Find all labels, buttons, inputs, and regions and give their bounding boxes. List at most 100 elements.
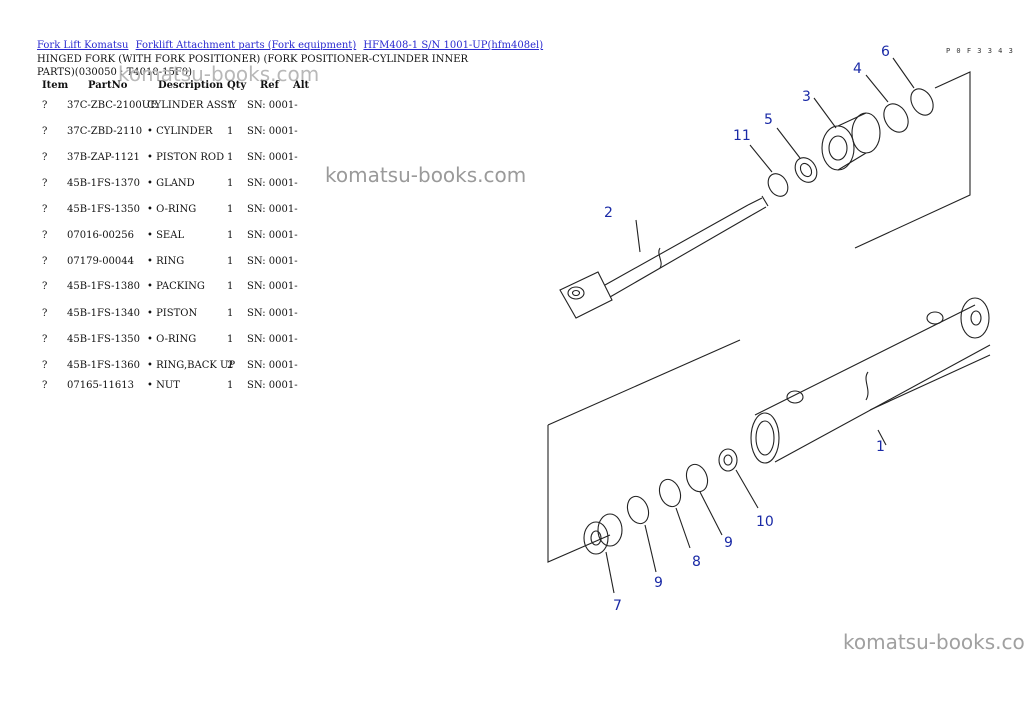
row-part-number: 07165-11613: [67, 380, 135, 391]
row-item: ?: [42, 178, 48, 189]
row-part-number: 07179-00044: [67, 256, 135, 267]
row-qty: 1: [227, 152, 234, 163]
row-part-number: 45B-1FS-1370: [67, 178, 140, 189]
frame-line-lower-right: [869, 354, 991, 411]
row-qty: 2: [227, 360, 234, 371]
watermark-top: komatsu-books.com: [118, 62, 320, 86]
row-qty: 1: [227, 178, 234, 189]
row-part-number: 45B-1FS-1350: [67, 334, 140, 345]
row-item: ?: [42, 152, 48, 163]
row-qty: 1: [227, 126, 234, 137]
row-item: ?: [42, 281, 48, 292]
leader-1: [877, 429, 887, 446]
nut-10: [718, 448, 738, 472]
leader-9b: [644, 524, 657, 573]
callout-10: 10: [756, 514, 774, 530]
backup-ring-9b: [626, 495, 650, 525]
callout-5: 5: [764, 112, 773, 128]
backup-ring-9a: [685, 463, 709, 493]
row-qty: 1: [227, 230, 234, 241]
row-part-number: 37C-ZBC-2100UE: [67, 100, 158, 111]
breadcrumb-link-model[interactable]: HFM408-1 S/N 1001-UP(hfm408el): [363, 40, 544, 51]
packing-8: [658, 478, 682, 508]
row-description: • SEAL: [147, 230, 185, 241]
leader-7: [605, 551, 615, 594]
row-ref: SN: 0001-: [247, 178, 298, 189]
parts-diagram: 1 2 3 4 5 6 7 8 9 9 10 11: [547, 44, 991, 614]
row-ref: SN: 0001-: [247, 308, 298, 319]
callout-9-upper: 9: [724, 535, 733, 551]
leader-8: [675, 507, 691, 549]
column-header-alt: Alt: [293, 80, 310, 91]
row-part-number: 37B-ZAP-1121: [67, 152, 140, 163]
row-qty: 1: [227, 281, 234, 292]
callout-8: 8: [692, 554, 701, 570]
row-ref: SN: 0001-: [247, 334, 298, 345]
seal-6: [910, 88, 934, 116]
page-title: HINGED FORK (WITH FORK POSITIONER) (FORK…: [37, 54, 469, 78]
row-part-number: 37C-ZBD-2110: [67, 126, 143, 137]
piston-rod-part: [559, 195, 769, 319]
row-part-number: 45B-1FS-1340: [67, 308, 140, 319]
row-description: • O-RING: [147, 334, 197, 345]
row-part-number: 07016-00256: [67, 230, 135, 241]
leader-9a: [699, 491, 723, 536]
row-ref: SN: 0001-: [247, 380, 298, 391]
row-item: ?: [42, 126, 48, 137]
leader-10: [735, 469, 759, 509]
watermark-bottom: komatsu-books.com: [843, 630, 1024, 654]
row-item: ?: [42, 230, 48, 241]
breadcrumb-link-fork-lift-komatsu[interactable]: Fork Lift Komatsu: [37, 40, 129, 51]
row-ref: SN: 0001-: [247, 204, 298, 215]
row-item: ?: [42, 334, 48, 345]
drawing-number: P 0 F 3 3 4 3: [946, 47, 1014, 55]
leader-11: [749, 144, 773, 173]
row-description: • NUT: [147, 380, 180, 391]
row-description: • PISTON ROD: [147, 152, 225, 163]
leader-6: [892, 57, 915, 89]
row-ref: SN: 0001-: [247, 360, 298, 371]
row-description: • PACKING: [147, 281, 205, 292]
column-header-item: Item: [42, 80, 69, 91]
column-header-description: Description: [158, 80, 224, 91]
row-description: • GLAND: [147, 178, 195, 189]
row-ref: SN: 0001-: [247, 230, 298, 241]
row-qty: 1: [227, 256, 234, 267]
leader-5: [776, 127, 801, 159]
row-part-number: 45B-1FS-1350: [67, 204, 140, 215]
callout-6: 6: [881, 44, 890, 60]
row-description: • RING,BACK UP: [147, 360, 236, 371]
row-qty: 1: [227, 204, 234, 215]
gland-part: [821, 112, 881, 171]
callout-9-lower: 9: [654, 575, 663, 591]
watermark-middle: komatsu-books.com: [325, 163, 527, 187]
row-item: ?: [42, 380, 48, 391]
callout-2: 2: [604, 205, 613, 221]
row-ref: SN: 0001-: [247, 281, 298, 292]
leader-4: [865, 74, 889, 103]
callout-11: 11: [733, 128, 751, 144]
row-item: ?: [42, 256, 48, 267]
row-part-number: 45B-1FS-1380: [67, 281, 140, 292]
callout-3: 3: [802, 89, 811, 105]
breadcrumb-link-attachment-parts[interactable]: Forklift Attachment parts (Fork equipmen…: [135, 40, 357, 51]
row-ref: SN: 0001-: [247, 256, 298, 267]
callout-7: 7: [613, 598, 622, 614]
breadcrumb: Fork Lift Komatsu Forklift Attachment pa…: [37, 40, 547, 51]
frame-line-lower-top: [547, 339, 741, 426]
piston-7: [583, 513, 623, 555]
o-ring-4: [883, 103, 909, 133]
row-description: • PISTON: [147, 308, 198, 319]
row-ref: SN: 0001-: [247, 100, 298, 111]
row-part-number: 45B-1FS-1360: [67, 360, 140, 371]
column-header-partno: PartNo: [88, 80, 128, 91]
row-description: • CYLINDER: [147, 126, 213, 137]
row-qty: 1: [227, 380, 234, 391]
cylinder-part: [750, 297, 991, 464]
row-ref: SN: 0001-: [247, 152, 298, 163]
row-ref: SN: 0001-: [247, 126, 298, 137]
callout-4: 4: [853, 61, 862, 77]
frame-line-lower-left: [547, 425, 611, 563]
row-item: ?: [42, 360, 48, 371]
ring-5: [794, 157, 818, 183]
